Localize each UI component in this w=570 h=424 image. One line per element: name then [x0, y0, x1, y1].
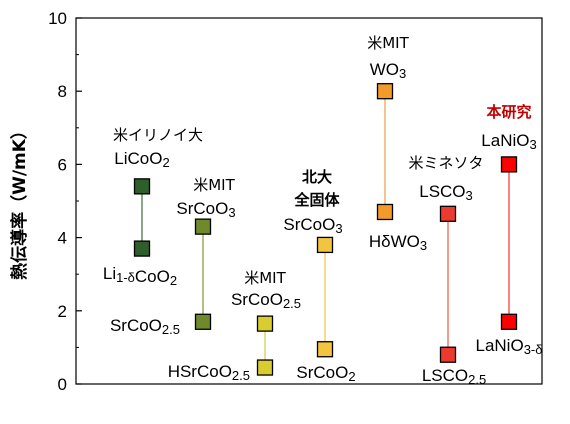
data-point-low [500, 313, 518, 330]
institution-label: 米MIT [367, 34, 409, 52]
compound-label-high: SrCoO3 [283, 215, 342, 236]
institution-label: 北大 [302, 168, 332, 186]
compound-label-high: SrCoO3 [176, 199, 235, 220]
series-group: 米イリノイ大LiCoO2Li1-δCoO2米MITSrCoO3SrCoO2.5米… [103, 34, 543, 387]
institution-label: 米ミネソタ [408, 154, 483, 172]
data-point-high [194, 218, 212, 235]
y-tick-label: 4 [58, 229, 67, 248]
data-point-low [133, 240, 151, 257]
data-point-low [316, 341, 334, 358]
compound-label-low: HδWO3 [369, 232, 427, 253]
institution-label: 米MIT [244, 269, 286, 287]
data-point-high [500, 156, 518, 173]
compound-label-high: WO3 [370, 60, 407, 81]
data-point-high [376, 83, 394, 100]
data-point-low [256, 359, 274, 376]
data-point-high [256, 315, 274, 332]
y-tick-label: 8 [58, 82, 67, 101]
compound-label-low: LSCO2.5 [422, 366, 486, 387]
institution-label: 米MIT [193, 176, 235, 194]
data-point-high [133, 178, 151, 195]
y-tick-label: 2 [58, 302, 67, 321]
data-point-high [439, 205, 457, 222]
compound-label-high: SrCoO2.5 [231, 290, 301, 311]
compound-label-low: LaNiO3-δ [476, 336, 543, 357]
data-point-high [316, 236, 334, 254]
data-point-low [439, 346, 457, 363]
y-tick-label: 10 [48, 9, 67, 28]
institution-label: 米イリノイ大 [113, 126, 203, 144]
compound-label-low: SrCoO2 [296, 363, 355, 384]
institution-label-line2: 全固体 [293, 191, 340, 209]
data-point-low [194, 313, 212, 330]
y-axis: 0 2 4 6 8 10 [48, 9, 82, 394]
compound-label-high: LiCoO2 [114, 149, 169, 170]
compound-label-low: HSrCoO2.5 [168, 362, 250, 383]
y-tick-label: 0 [58, 375, 67, 394]
data-point-low [376, 203, 394, 221]
compound-label-low: SrCoO2.5 [110, 316, 180, 337]
compound-label-high: LaNiO3 [481, 131, 536, 152]
compound-label-high: LSCO3 [419, 182, 473, 203]
institution-label: 本研究 [486, 103, 531, 121]
compound-label-low: Li1-δCoO2 [103, 264, 177, 288]
y-tick-label: 6 [58, 155, 67, 174]
y-axis-label: 熱伝導率（W/mK） [9, 122, 30, 280]
